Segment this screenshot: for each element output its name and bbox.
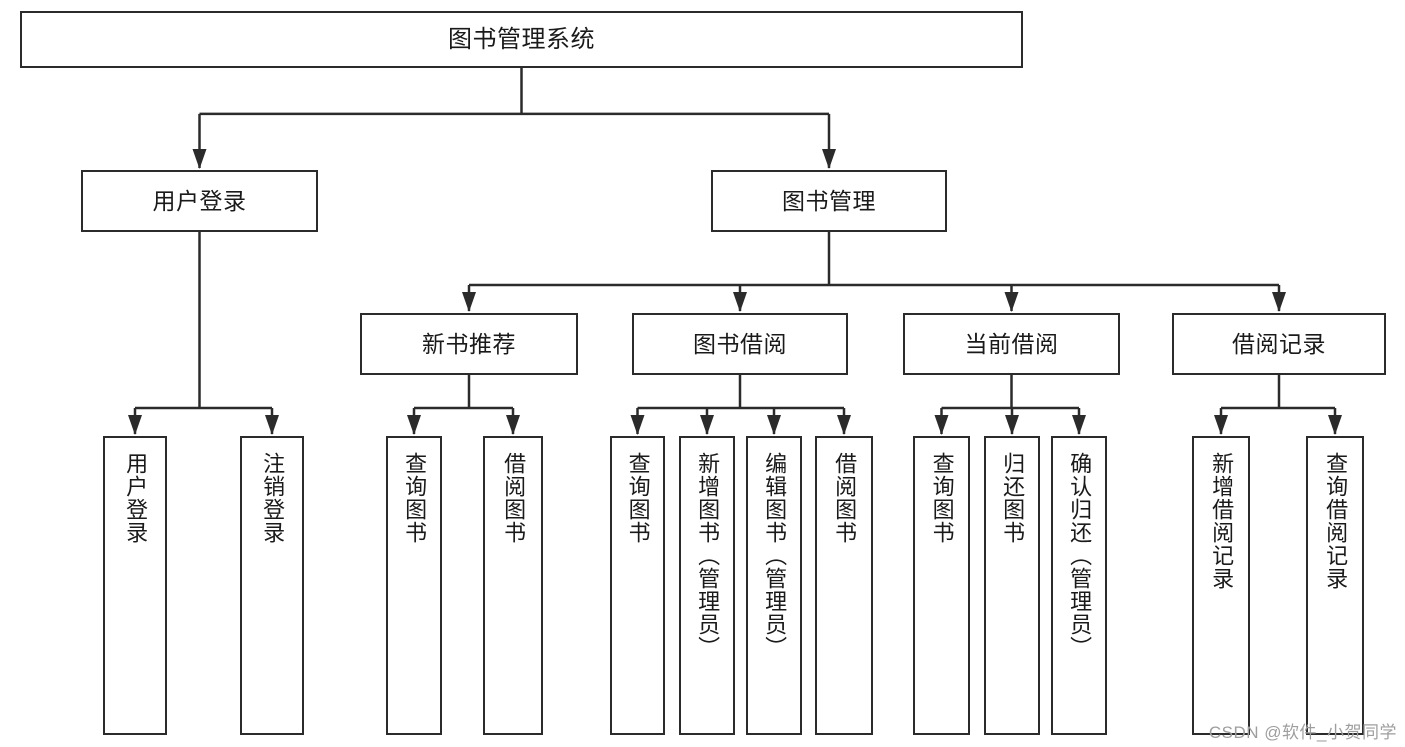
node-new-book-rec[interactable]: 新书推荐 <box>360 313 578 375</box>
arrowhead-icon <box>1328 415 1342 435</box>
node-label: 用户登录 <box>152 187 247 214</box>
node-label: 借阅图书 <box>501 452 527 544</box>
node-label: 用户登录 <box>123 452 149 544</box>
node-borrow-record[interactable]: 借阅记录 <box>1172 313 1386 375</box>
node-label: 确认归还（管理员） <box>1067 452 1093 659</box>
node-current-borrow[interactable]: 当前借阅 <box>903 313 1120 375</box>
node-leaf-add-record[interactable]: 新增借阅记录 <box>1192 436 1250 735</box>
arrowhead-icon <box>407 415 421 435</box>
node-leaf-add-book[interactable]: 新增图书（管理员） <box>679 436 735 735</box>
node-leaf-borrow-book-2[interactable]: 借阅图书 <box>815 436 873 735</box>
arrowhead-icon <box>192 149 207 169</box>
node-label: 查询图书 <box>929 452 955 544</box>
node-label: 查询借阅记录 <box>1323 452 1349 590</box>
node-leaf-return-book[interactable]: 归还图书 <box>984 436 1040 735</box>
node-leaf-query-book-3[interactable]: 查询图书 <box>913 436 970 735</box>
arrowhead-icon <box>128 415 142 435</box>
node-label: 当前借阅 <box>964 330 1059 357</box>
arrowhead-icon <box>506 415 520 435</box>
arrowhead-icon <box>767 415 781 435</box>
node-label: 图书管理 <box>782 187 876 214</box>
arrowhead-icon <box>462 292 476 312</box>
node-label: 新书推荐 <box>422 330 516 357</box>
arrowhead-icon <box>1005 415 1019 435</box>
node-leaf-query-book-2[interactable]: 查询图书 <box>610 436 665 735</box>
arrowhead-icon <box>837 415 851 435</box>
node-label: 借阅记录 <box>1232 330 1326 357</box>
arrowhead-icon <box>700 415 714 435</box>
node-leaf-query-record[interactable]: 查询借阅记录 <box>1306 436 1364 735</box>
node-leaf-borrow-book-1[interactable]: 借阅图书 <box>483 436 543 735</box>
arrowhead-icon <box>733 292 747 312</box>
node-label: 注销登录 <box>260 452 286 544</box>
node-leaf-user-logout[interactable]: 注销登录 <box>240 436 304 735</box>
node-book-borrow[interactable]: 图书借阅 <box>632 313 848 375</box>
arrowhead-icon <box>934 415 949 435</box>
node-label: 新增借阅记录 <box>1209 452 1235 590</box>
node-leaf-user-login[interactable]: 用户登录 <box>103 436 167 735</box>
node-leaf-confirm-return[interactable]: 确认归还（管理员） <box>1051 436 1107 735</box>
node-label: 查询图书 <box>402 452 428 544</box>
node-label: 借阅图书 <box>832 452 858 544</box>
arrowhead-icon <box>630 415 645 435</box>
node-label: 编辑图书（管理员） <box>762 452 788 659</box>
node-leaf-edit-book[interactable]: 编辑图书（管理员） <box>746 436 802 735</box>
arrowhead-icon <box>1214 415 1228 435</box>
arrowhead-icon <box>1072 415 1086 435</box>
node-user-login[interactable]: 用户登录 <box>81 170 318 232</box>
node-label: 查询图书 <box>625 452 651 544</box>
node-book-manage[interactable]: 图书管理 <box>711 170 947 232</box>
node-leaf-query-book-1[interactable]: 查询图书 <box>386 436 442 735</box>
node-label: 图书借阅 <box>693 330 787 357</box>
node-label: 新增图书（管理员） <box>695 452 721 659</box>
arrowhead-icon <box>822 149 836 169</box>
arrowhead-icon <box>1004 292 1019 312</box>
node-root[interactable]: 图书管理系统 <box>20 11 1023 68</box>
arrowhead-icon <box>265 415 279 435</box>
arrowhead-icon <box>1272 292 1286 312</box>
node-label: 图书管理系统 <box>448 25 595 53</box>
node-label: 归还图书 <box>1000 452 1026 544</box>
